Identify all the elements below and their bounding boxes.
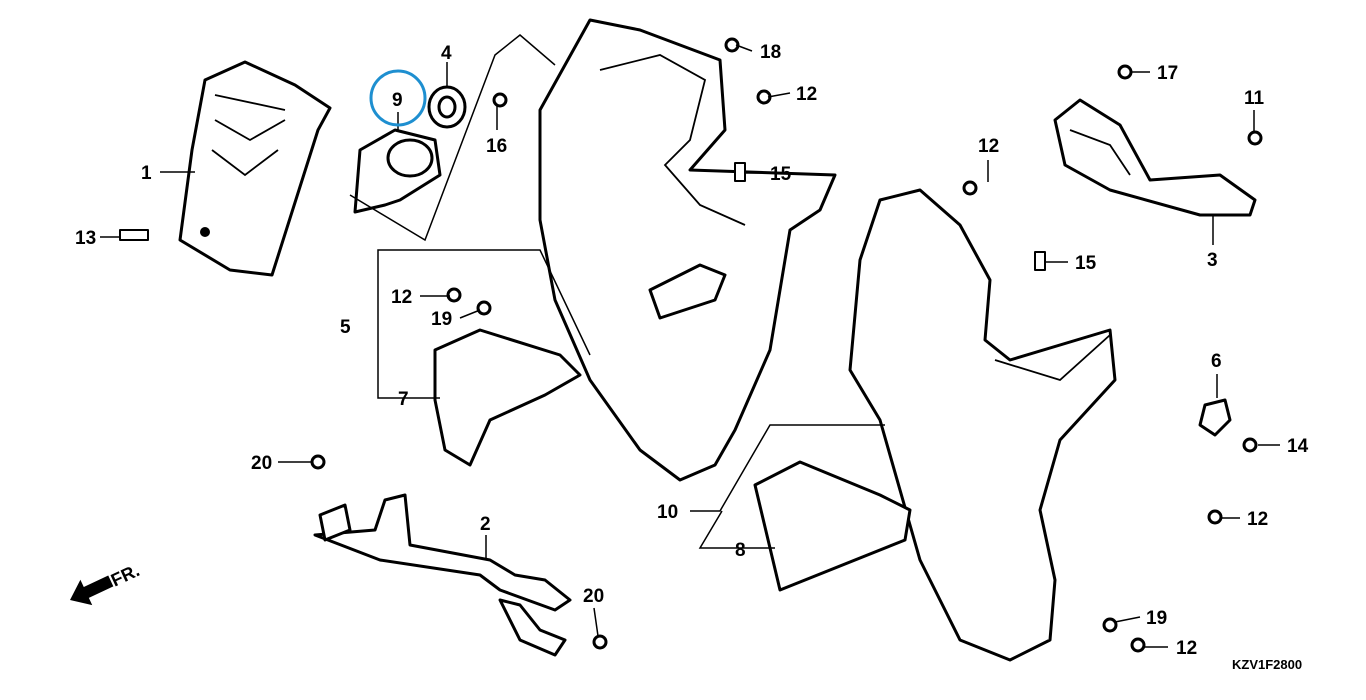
diagram-code: KZV1F2800 <box>1232 657 1302 672</box>
callout-1[interactable]: 1 <box>141 163 152 184</box>
callout-12[interactable]: 12 <box>796 84 817 105</box>
part-1-front-cover <box>178 60 332 277</box>
callout-5[interactable]: 5 <box>340 317 351 338</box>
callout-12[interactable]: 12 <box>391 287 412 308</box>
part-7-lid <box>433 328 582 467</box>
callout-13[interactable]: 13 <box>75 228 96 249</box>
callout-9[interactable]: 9 <box>392 90 403 111</box>
front-direction-arrow: FR. <box>70 560 143 606</box>
part-3-bracket-cover <box>1053 98 1257 217</box>
callout-labels: 1 13 9 4 16 18 12 15 12 15 17 11 3 12 19… <box>75 42 1309 659</box>
part-4-grommet <box>427 85 467 129</box>
callout-6[interactable]: 6 <box>1211 351 1222 372</box>
callout-19[interactable]: 19 <box>431 309 452 330</box>
part-10-panel <box>848 188 1117 662</box>
callout-7[interactable]: 7 <box>398 389 409 410</box>
callout-18[interactable]: 18 <box>760 42 781 63</box>
callout-19[interactable]: 19 <box>1146 608 1167 629</box>
callout-12[interactable]: 12 <box>1247 509 1268 530</box>
screw-13 <box>119 229 149 241</box>
callout-12[interactable]: 12 <box>978 136 999 157</box>
callout-8[interactable]: 8 <box>735 540 746 561</box>
part-9-socket <box>353 128 442 214</box>
callout-12[interactable]: 12 <box>1176 638 1197 659</box>
part-6-clip <box>1198 398 1232 437</box>
callout-16[interactable]: 16 <box>486 136 507 157</box>
callout-20[interactable]: 20 <box>583 586 604 607</box>
callout-3[interactable]: 3 <box>1207 250 1218 271</box>
callout-4[interactable]: 4 <box>441 43 452 64</box>
part-5-inner-cover <box>538 18 837 482</box>
highlight-circle-part-9 <box>369 69 427 127</box>
callout-20[interactable]: 20 <box>251 453 272 474</box>
callout-15[interactable]: 15 <box>770 164 792 185</box>
part-8-lid <box>753 460 912 592</box>
callout-10[interactable]: 10 <box>657 502 678 523</box>
callout-2[interactable]: 2 <box>480 514 491 535</box>
part-2-stay <box>313 493 572 657</box>
leader-lines <box>100 44 1280 648</box>
callout-11[interactable]: 11 <box>1244 88 1265 109</box>
callout-15[interactable]: 15 <box>1075 253 1097 274</box>
callout-17[interactable]: 17 <box>1157 63 1178 84</box>
callout-14[interactable]: 14 <box>1287 436 1309 457</box>
